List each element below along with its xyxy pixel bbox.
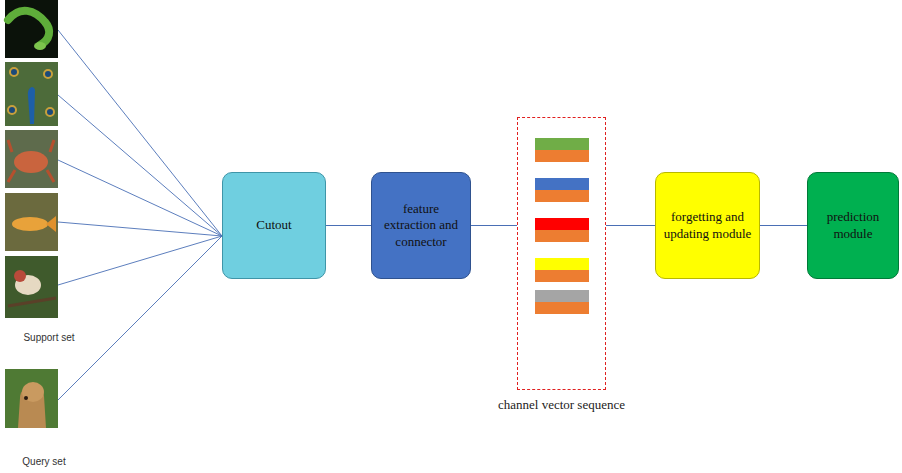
snake-head <box>34 42 46 50</box>
channel-bar <box>535 230 589 242</box>
channel-bar <box>535 178 589 190</box>
photo-ground <box>5 130 58 188</box>
connector-line <box>760 225 807 226</box>
fish-photo <box>5 193 58 251</box>
photo-ground <box>5 62 58 126</box>
photo-ground <box>5 0 58 58</box>
set-label: Support set <box>8 332 90 343</box>
fan-line <box>58 95 222 236</box>
eye-spot <box>8 106 16 114</box>
process-box: forgetting and updating module <box>655 172 760 279</box>
bird-photo <box>5 256 58 318</box>
peacock-neck <box>28 87 35 124</box>
channel-bar <box>535 150 589 162</box>
process-box: feature extraction and connector <box>371 172 471 279</box>
fan-lines <box>58 30 222 400</box>
peacock-photo <box>5 62 58 126</box>
box-label: prediction module <box>814 209 892 242</box>
crab-shell <box>14 151 48 173</box>
channel-bar <box>535 138 589 150</box>
fan-line <box>58 160 222 236</box>
crab-legs <box>8 140 54 182</box>
eye-spot <box>44 70 52 78</box>
channel-bar <box>535 218 589 230</box>
bird-head <box>14 270 26 282</box>
fish-body <box>12 217 48 231</box>
process-box: prediction module <box>807 172 899 279</box>
channel-bar <box>535 302 589 314</box>
process-box: Cutout <box>222 172 326 279</box>
box-label: Cutout <box>256 217 291 233</box>
channel-bar <box>535 270 589 282</box>
dog-head <box>22 382 44 402</box>
box-label: feature extraction and connector <box>378 201 464 250</box>
sequence-frame: channel vector sequence <box>517 117 606 390</box>
photo-ground <box>5 256 58 318</box>
channel-bar <box>535 190 589 202</box>
eye-spot <box>10 68 18 76</box>
fan-line <box>58 30 222 236</box>
eye-spot <box>46 108 54 116</box>
channel-bar <box>535 258 589 270</box>
fish-tail <box>46 216 56 232</box>
branch <box>8 298 56 306</box>
crab-photo <box>5 130 58 188</box>
connector-line <box>471 225 517 226</box>
snake-body <box>8 11 49 45</box>
channel-bar <box>535 290 589 302</box>
fan-line <box>58 222 222 236</box>
frame-caption: channel vector sequence <box>497 397 627 413</box>
snake-photo <box>5 0 58 58</box>
fan-line <box>58 236 222 400</box>
box-label: forgetting and updating module <box>662 209 753 242</box>
channel-bars <box>535 138 589 314</box>
connector-line <box>326 225 371 226</box>
set-label: Query set <box>4 456 84 467</box>
photo-ground <box>5 369 58 428</box>
connector-line <box>606 225 655 226</box>
photo-ground <box>5 193 58 251</box>
dog-photo <box>5 369 58 428</box>
dog-nose <box>24 396 28 400</box>
